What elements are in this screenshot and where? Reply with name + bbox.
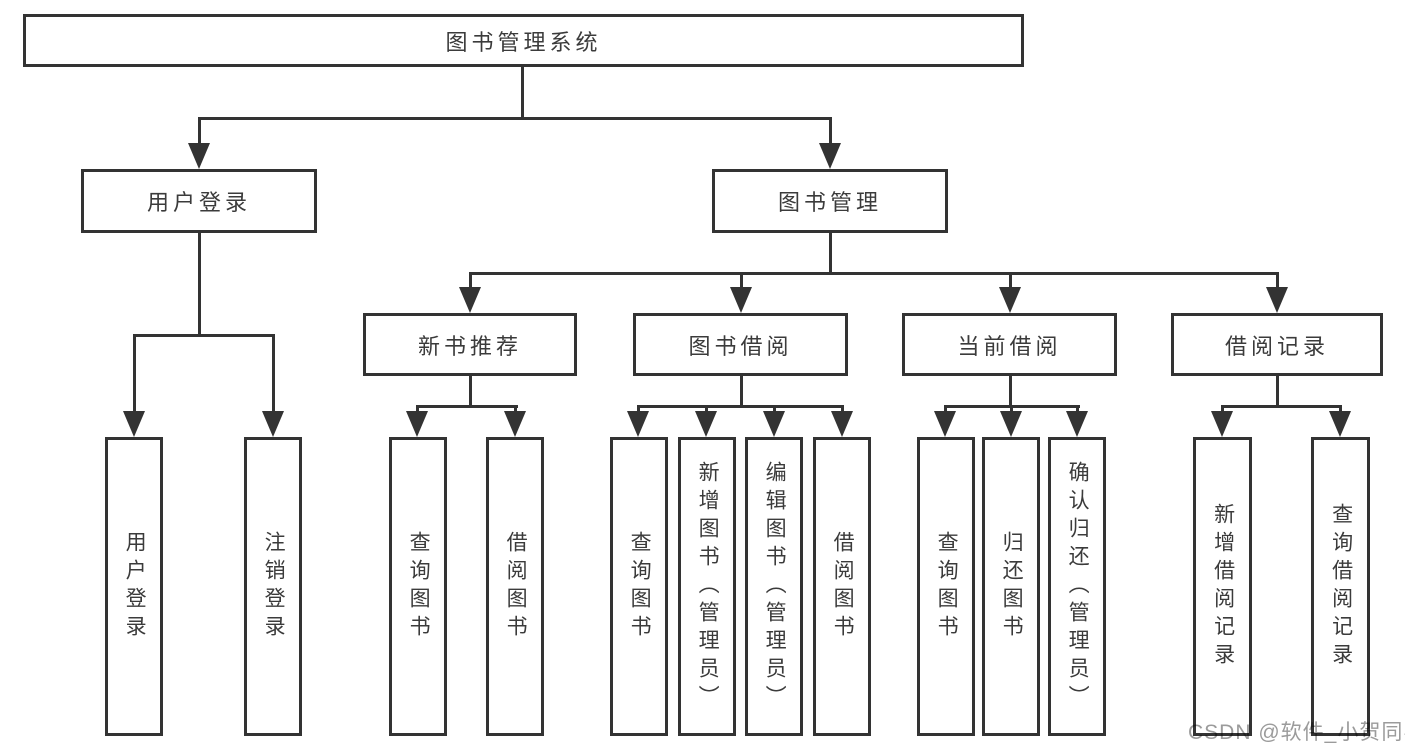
connector-line [705,405,708,414]
leaf-return-books-label: 归还图书 [1000,530,1024,643]
arrow-down-icon [695,411,717,437]
arrow-down-icon [819,143,841,169]
leaf-add-book-admin: 新增图书（管理员） [678,437,736,736]
leaf-query-books-borrowing: 查询图书 [610,437,668,736]
connector-line [1010,405,1013,414]
leaf-query-books-borrowing-label: 查询图书 [628,530,652,643]
connector-line [740,376,743,407]
leaf-query-books-recommend: 查询图书 [389,437,447,736]
arrow-down-icon [934,411,956,437]
connector-line [416,405,518,408]
leaf-query-books-current: 查询图书 [917,437,975,736]
connector-line [829,117,832,148]
connector-line [1221,405,1224,414]
node-book-management: 图书管理 [712,169,948,233]
node-user-login-label: 用户登录 [146,190,251,215]
connector-line [1009,272,1012,288]
connector-line [829,233,832,275]
node-book-borrowing-label: 图书借阅 [688,333,793,359]
watermark: CSDN @软件_小贺同学 [1188,721,1405,744]
connector-line [133,334,275,337]
leaf-confirm-return-admin: 确认归还（管理员） [1048,437,1106,736]
connector-line [469,272,1279,275]
node-book-management-label: 图书管理 [777,190,882,215]
node-root-label: 图书管理系统 [445,29,602,55]
node-root-library-system: 图书管理系统 [23,14,1024,67]
connector-line [514,405,517,414]
arrow-down-icon [1000,411,1022,437]
node-new-book-recommendation: 新书推荐 [363,313,577,376]
connector-line [944,405,947,414]
node-borrowing-records: 借阅记录 [1171,313,1383,376]
leaf-logout-label: 注销登录 [262,530,286,643]
connector-line [416,405,419,414]
arrow-down-icon [831,411,853,437]
connector-line [1221,405,1342,408]
node-user-login: 用户登录 [81,169,317,233]
leaf-query-borrow-record-label: 查询借阅记录 [1329,502,1353,671]
node-book-borrowing: 图书借阅 [633,313,848,376]
arrow-down-icon [188,143,210,169]
node-current-borrowing-label: 当前借阅 [957,333,1062,359]
leaf-add-borrow-record: 新增借阅记录 [1193,437,1252,736]
leaf-add-borrow-record-label: 新增借阅记录 [1211,502,1235,671]
arrow-down-icon [123,411,145,437]
leaf-borrow-books-recommend: 借阅图书 [486,437,544,736]
connector-line [198,233,201,337]
connector-line [841,405,844,414]
arrow-down-icon [262,411,284,437]
connector-line [133,334,136,413]
connector-line [272,334,275,413]
connector-line [469,376,472,407]
leaf-edit-book-admin: 编辑图书（管理员） [745,437,803,736]
leaf-query-books-current-label: 查询图书 [935,530,959,643]
node-borrowing-records-label: 借阅记录 [1224,333,1329,359]
arrow-down-icon [1211,411,1233,437]
arrow-down-icon [504,411,526,437]
node-current-borrowing: 当前借阅 [902,313,1117,376]
connector-line [198,117,832,120]
connector-line [1076,405,1079,414]
leaf-confirm-return-admin-label: 确认归还（管理员） [1066,460,1090,713]
leaf-edit-book-admin-label: 编辑图书（管理员） [763,460,787,713]
arrow-down-icon [730,287,752,313]
arrow-down-icon [999,287,1021,313]
leaf-borrow-books-recommend-label: 借阅图书 [504,530,528,643]
arrow-down-icon [763,411,785,437]
connector-line [469,272,472,288]
arrow-down-icon [1329,411,1351,437]
leaf-query-borrow-record: 查询借阅记录 [1311,437,1370,736]
connector-line [1276,272,1279,288]
connector-line [637,405,844,408]
arrow-down-icon [627,411,649,437]
connector-line [637,405,640,414]
leaf-borrow-books-label: 借阅图书 [831,530,855,643]
connector-line [521,66,524,118]
connector-line [773,405,776,414]
leaf-user-login-label: 用户登录 [123,530,147,643]
connector-line [1009,376,1012,407]
arrow-down-icon [1066,411,1088,437]
leaf-user-login: 用户登录 [105,437,163,736]
arrow-down-icon [1266,287,1288,313]
leaf-add-book-admin-label: 新增图书（管理员） [696,460,720,713]
node-new-book-recommendation-label: 新书推荐 [417,333,522,359]
connector-line [1276,376,1279,407]
leaf-borrow-books: 借阅图书 [813,437,871,736]
arrow-down-icon [406,411,428,437]
connector-line [198,117,201,148]
connector-line [1339,405,1342,414]
connector-line [740,272,743,288]
leaf-return-books: 归还图书 [982,437,1040,736]
arrow-down-icon [459,287,481,313]
leaf-query-books-recommend-label: 查询图书 [407,530,431,643]
leaf-logout: 注销登录 [244,437,302,736]
